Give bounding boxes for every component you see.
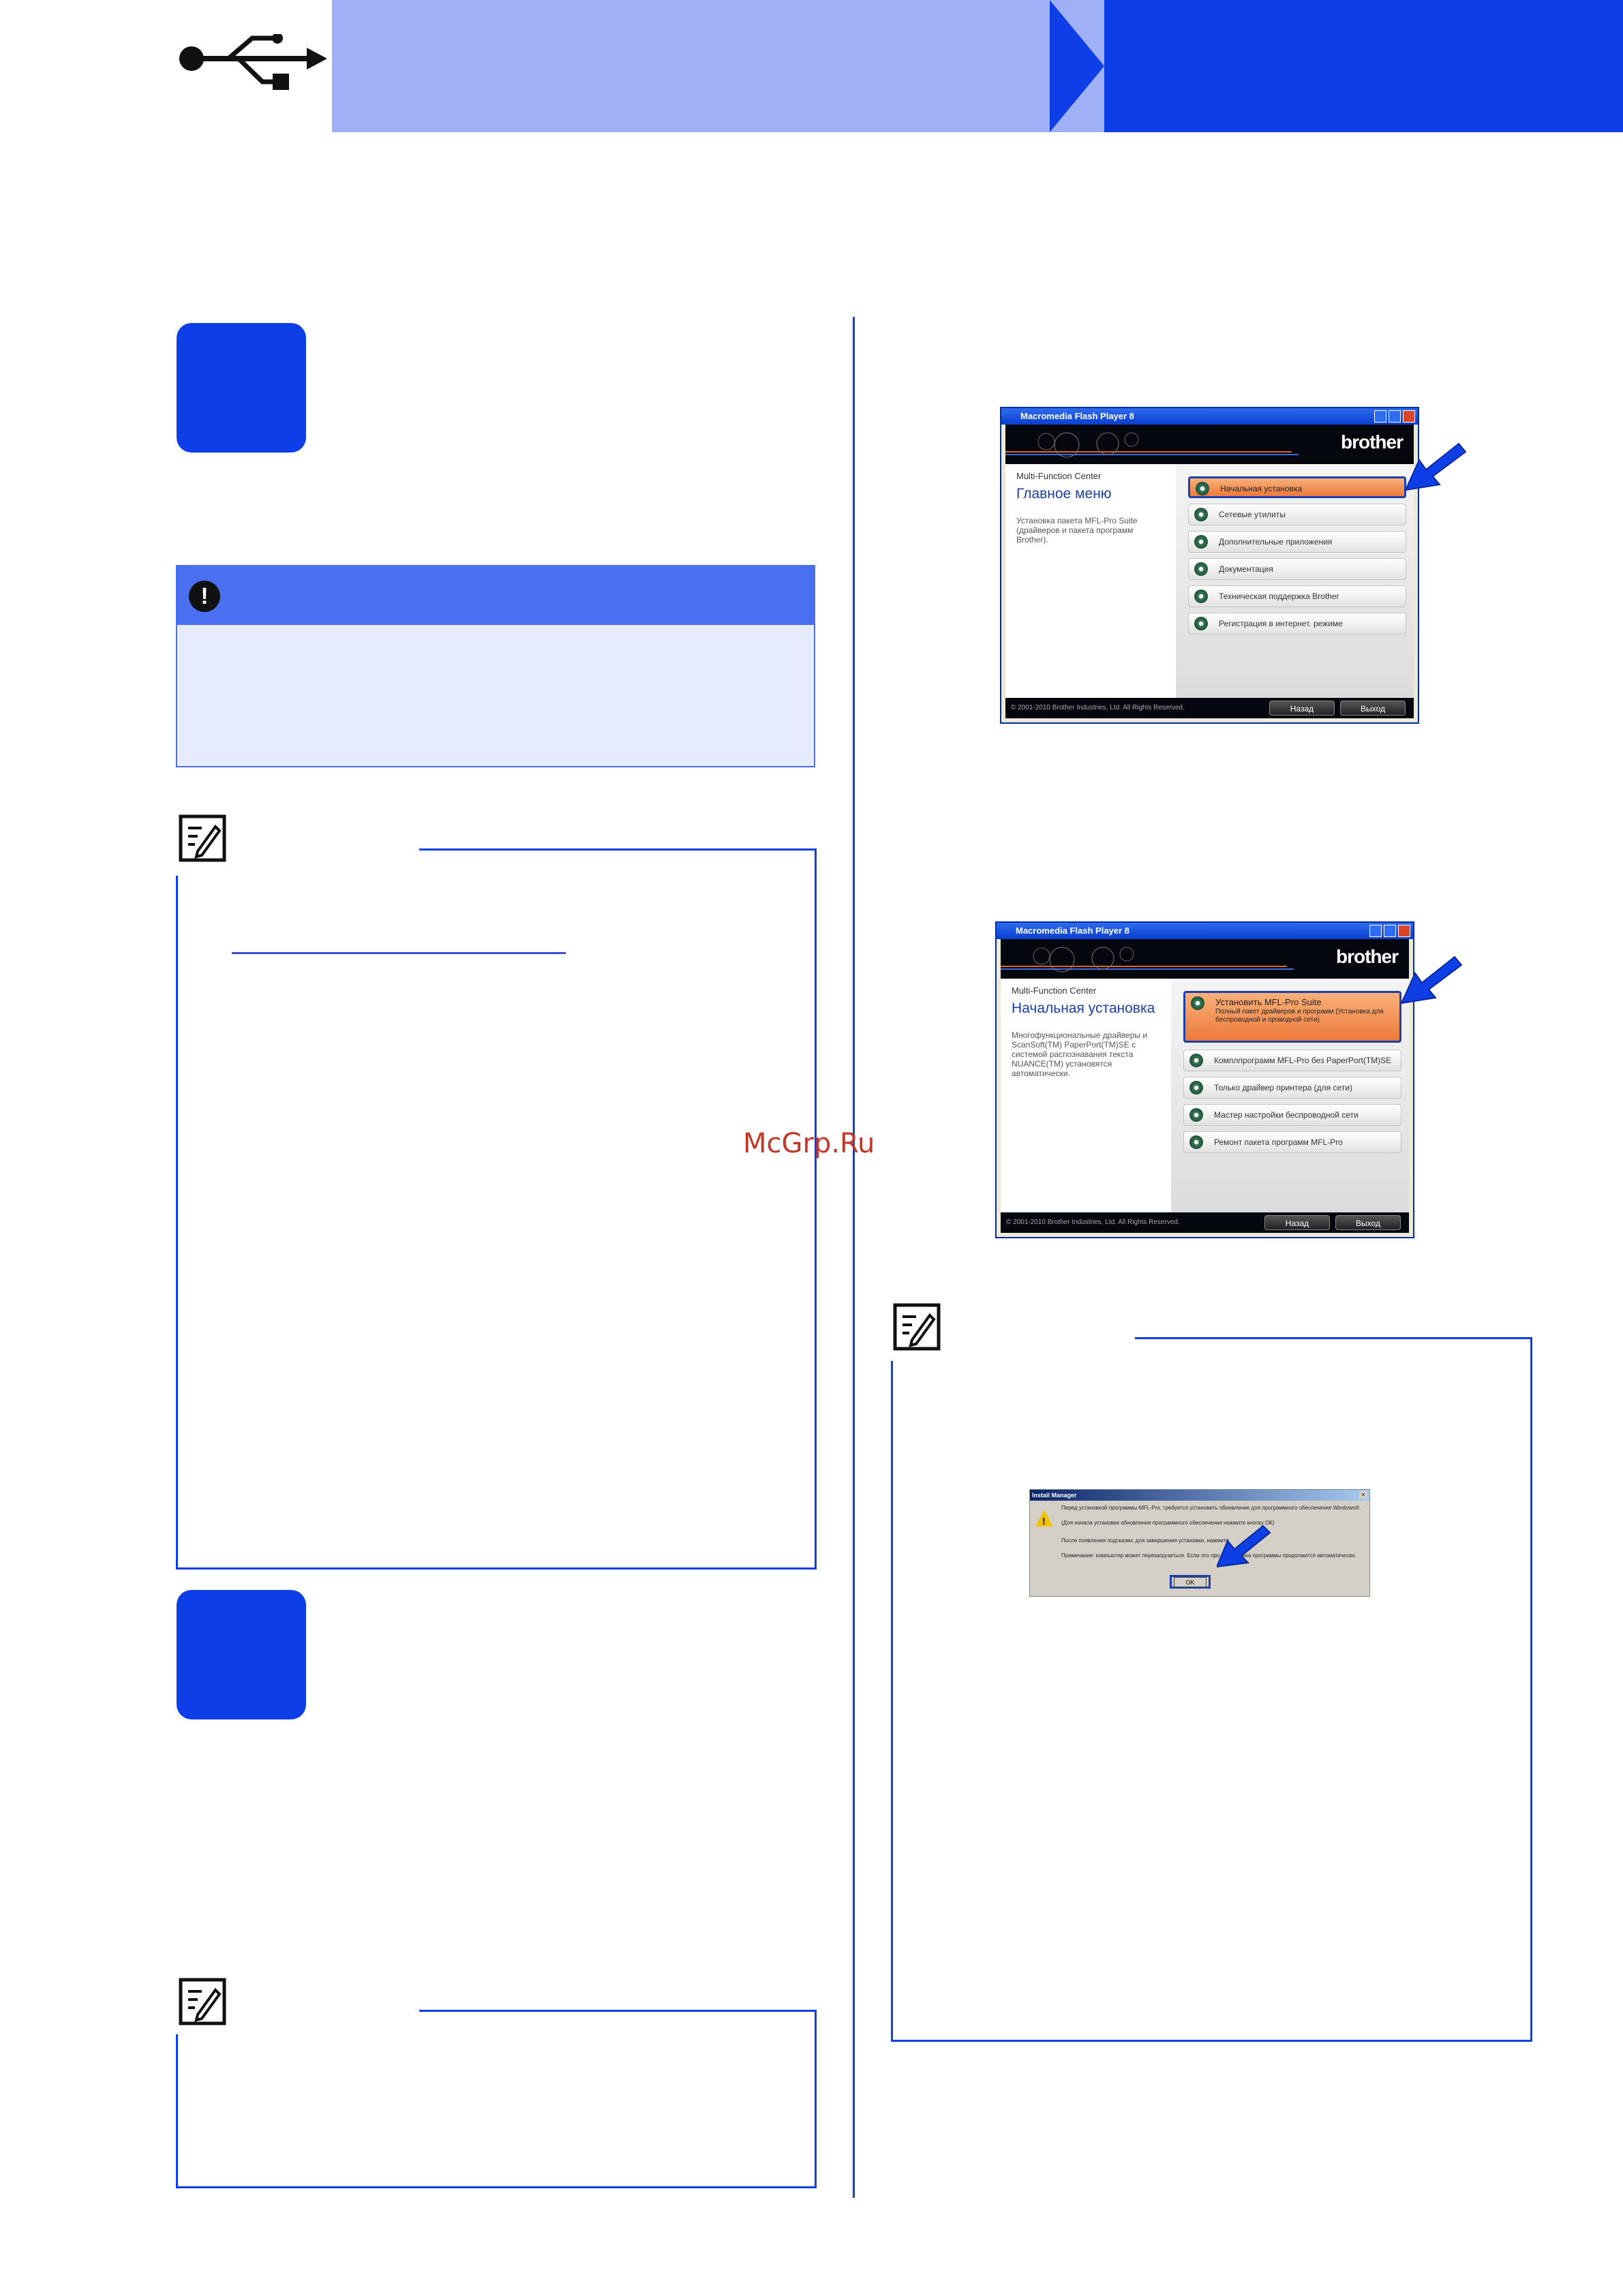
note-frame: [891, 1337, 1532, 2042]
exit-button[interactable]: Выход: [1335, 1215, 1401, 1230]
step-number-box: [177, 323, 306, 453]
maximize-button[interactable]: [1384, 925, 1396, 937]
dialog-close-button[interactable]: ×: [1359, 1491, 1367, 1499]
registration-icon: [1194, 617, 1208, 630]
minimize-button[interactable]: [1374, 410, 1386, 423]
step-number-box: [177, 1590, 306, 1719]
menu-item-without-paperport[interactable]: Комплпрограмм MFL-Pro без PaperPort(TM)S…: [1183, 1050, 1401, 1071]
brother-logo: brother: [1336, 946, 1399, 967]
menu-item-wireless-wizard[interactable]: Мастер настройки беспроводной сети: [1183, 1104, 1401, 1126]
exclamation-icon: !: [189, 581, 220, 612]
header-chevron: [1050, 0, 1104, 132]
subtitle: Multi-Function Center: [1012, 985, 1097, 996]
cd-icon: [1196, 482, 1209, 495]
minimize-button[interactable]: [1369, 925, 1382, 937]
cd-icon: [1189, 1108, 1203, 1122]
menu-item-initial-install[interactable]: Начальная установка: [1188, 476, 1406, 498]
usb-icon: [174, 33, 331, 95]
link-underline[interactable]: [232, 952, 566, 954]
menu-heading: Главное меню: [1016, 486, 1112, 502]
column-divider: [853, 317, 855, 2198]
warning-icon: [1035, 1510, 1053, 1527]
dialog-line: Перед установкой программы MFL-Pro, треб…: [1061, 1505, 1361, 1511]
cd-icon: [1189, 1081, 1203, 1095]
maximize-button[interactable]: [1389, 410, 1401, 423]
dialog-line: После появления подсказки, для завершени…: [1061, 1537, 1229, 1544]
subtitle: Multi-Function Center: [1016, 471, 1102, 481]
close-button[interactable]: [1403, 410, 1415, 423]
pointer-arrow-icon: [1217, 1525, 1271, 1568]
brand-bar: brother: [1005, 425, 1414, 464]
exit-button[interactable]: Выход: [1340, 701, 1406, 716]
back-button[interactable]: Назад: [1269, 701, 1335, 716]
close-button[interactable]: [1398, 925, 1410, 937]
support-person-icon: [1194, 590, 1208, 603]
menu-item-additional-apps[interactable]: Дополнительные приложения: [1188, 531, 1406, 553]
important-body: [176, 625, 815, 767]
install-manager-dialog: Install Manager × ! Перед установкой про…: [1029, 1489, 1370, 1597]
menu-item-repair[interactable]: Ремонт пакета программ MFL-Pro: [1183, 1131, 1401, 1153]
brand-bar: brother: [1001, 939, 1409, 979]
cd-icon: [1189, 1054, 1203, 1067]
important-header: [176, 565, 815, 625]
cd-icon: [1189, 1135, 1203, 1149]
note-frame-gap: [170, 842, 180, 876]
copyright: © 2001-2010 Brother Industries, Ltd. All…: [1006, 1219, 1180, 1226]
note-pencil-icon: [179, 1978, 226, 2025]
header-band-dark: [1050, 0, 1623, 132]
cd-icon: [1191, 996, 1204, 1010]
dialog-line: (Для начала установки обновления програм…: [1061, 1520, 1275, 1526]
initial-install-window: Macromedia Flash Player 8 brother Multi-…: [995, 921, 1414, 1238]
pointer-arrow-icon: [1406, 442, 1467, 491]
menu-item-support[interactable]: Техническая поддержка Brother: [1188, 585, 1406, 607]
menu-heading: Начальная установка: [1012, 1000, 1155, 1016]
note-frame: [176, 2010, 817, 2188]
menu-item-registration[interactable]: Регистрация в интернет. режиме: [1188, 613, 1406, 634]
watermark: McGrp.Ru: [743, 1128, 875, 1159]
dialog-title: Install Manager: [1030, 1490, 1369, 1501]
ok-button[interactable]: OK: [1170, 1575, 1211, 1589]
pointer-arrow-icon: [1401, 955, 1463, 1005]
computer-icon: [1194, 535, 1208, 549]
copyright: © 2001-2010 Brother Industries, Ltd. All…: [1011, 704, 1185, 711]
menu-item-documentation[interactable]: Документация: [1188, 558, 1406, 580]
menu-item-install-mfl-pro[interactable]: Установить MFL-Pro Suite Полный пакет др…: [1183, 991, 1401, 1043]
note-pencil-icon: [893, 1303, 941, 1351]
back-button[interactable]: Назад: [1264, 1215, 1330, 1230]
network-icon: [1194, 508, 1208, 521]
main-menu-window: Macromedia Flash Player 8 brother Multi-…: [1000, 407, 1419, 724]
header-band-light: [332, 0, 1102, 132]
menu-description: Многофункциональные драйверы и ScanSoft(…: [1012, 1030, 1148, 1078]
note-pencil-icon: [179, 814, 226, 862]
menu-description: Установка пакета MFL-Pro Suite (драйверо…: [1016, 516, 1138, 545]
window-title: Macromedia Flash Player 8: [1001, 408, 1418, 425]
brother-logo: brother: [1341, 431, 1404, 453]
note-frame: [176, 848, 817, 1570]
document-icon: [1194, 562, 1208, 576]
menu-item-network-utilities[interactable]: Сетевые утилиты: [1188, 504, 1406, 525]
dialog-line: Примечание: компьютер может перезагрузит…: [1061, 1552, 1356, 1559]
menu-item-printer-driver-only[interactable]: Только драйвер принтера (для сети): [1183, 1077, 1401, 1099]
window-title: Macromedia Flash Player 8: [997, 923, 1413, 939]
